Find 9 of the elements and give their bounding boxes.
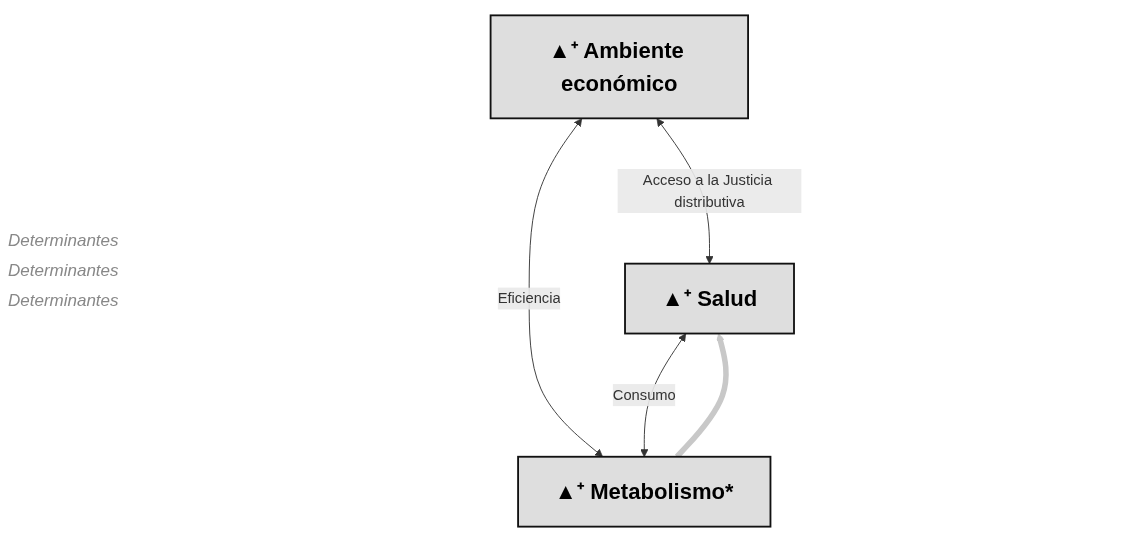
node-box: ▲⁺ Metabolismo* [517, 455, 772, 528]
node-box: ▲⁺ Ambiente económico [490, 14, 750, 120]
edge-label: Eficiencia [498, 290, 562, 306]
edge-label: Acceso a la Justicia distributiva [643, 171, 773, 210]
node-box: ▲⁺ Salud [624, 262, 796, 335]
edge-label: Consumo [613, 386, 677, 403]
note-text: Determinantes [8, 291, 120, 311]
note-text: Determinantes [8, 231, 120, 251]
note-text: Determinantes [8, 261, 120, 281]
